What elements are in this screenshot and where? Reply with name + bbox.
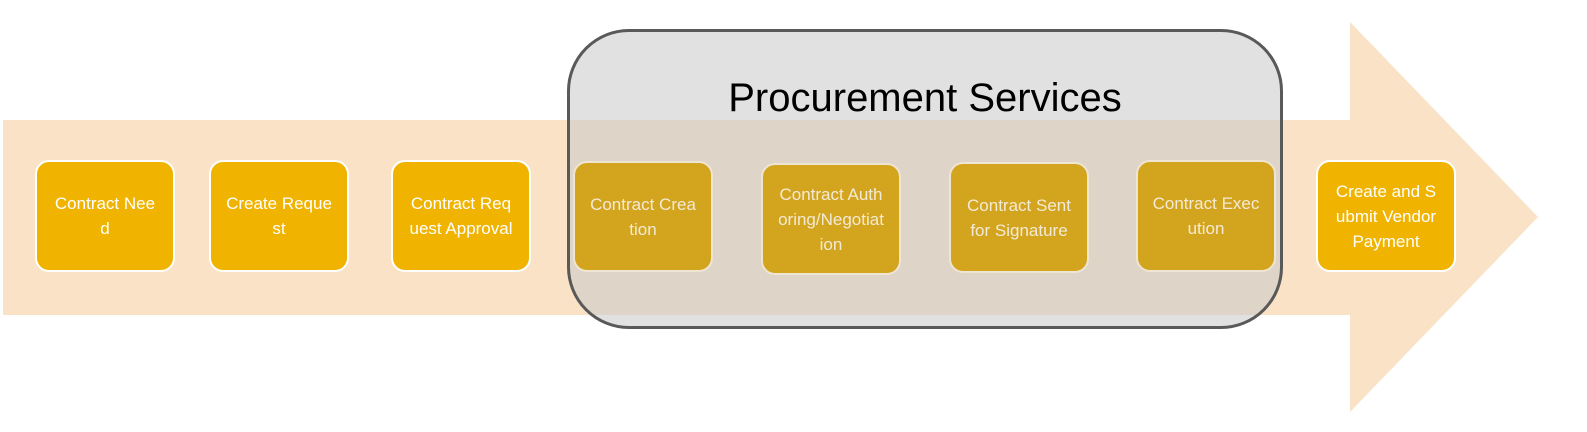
- step-contract-execution: Contract Execution: [1136, 160, 1276, 272]
- step-contract-creation: Contract Creation: [573, 161, 713, 272]
- step-contract-need: Contract Need: [35, 160, 175, 272]
- step-label: Contract Request Approval: [409, 194, 513, 238]
- step-contract-authoring-negotiation: Contract Authoring/Negotiation: [761, 163, 901, 275]
- step-label: Contract Authoring/Negotiation: [778, 184, 884, 254]
- step-contract-request-approval: Contract Request Approval: [391, 160, 531, 272]
- group-title: Procurement Services: [728, 76, 1122, 120]
- step-label: Create and Submit Vendor Payment: [1335, 181, 1437, 251]
- step-create-request: Create Request: [209, 160, 349, 272]
- step-label: Create Request: [226, 194, 332, 238]
- step-contract-sent-for-signature: Contract Sent for Signature: [949, 162, 1089, 273]
- step-label: Contract Sent for Signature: [967, 195, 1071, 240]
- step-create-and-submit-vendor-payment: Create and Submit Vendor Payment: [1316, 160, 1456, 272]
- step-label: Contract Execution: [1152, 194, 1260, 238]
- step-label: Contract Need: [54, 194, 156, 238]
- step-label: Contract Creation: [590, 194, 696, 239]
